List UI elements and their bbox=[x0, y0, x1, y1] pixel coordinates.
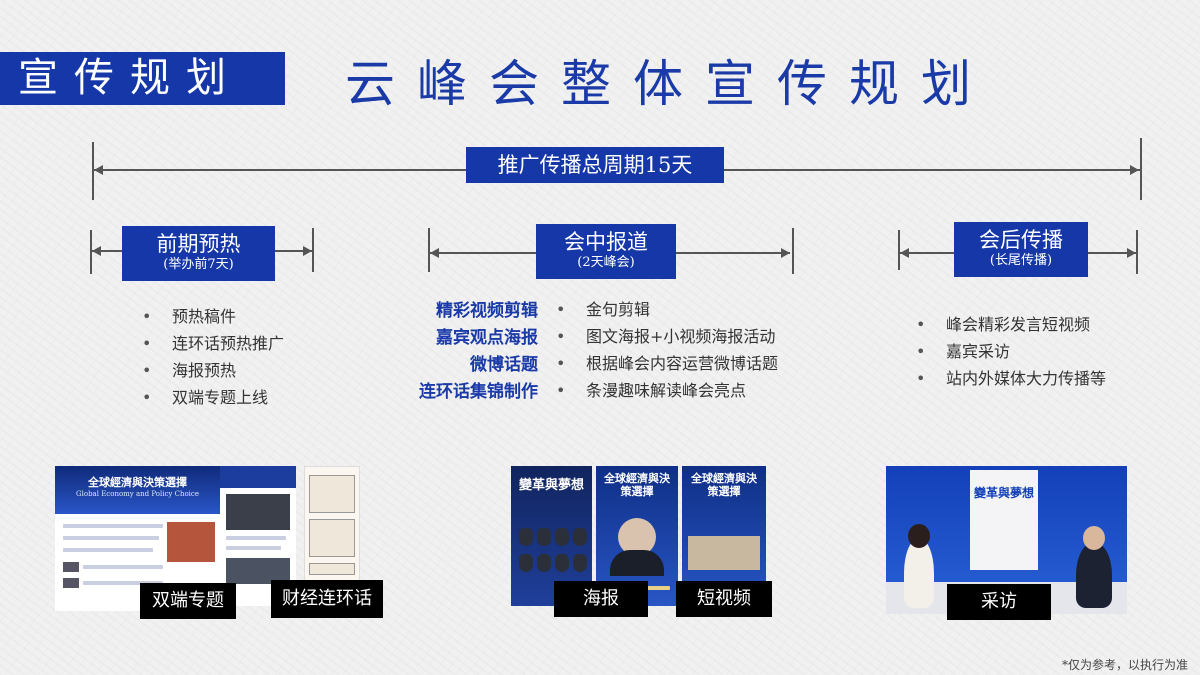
list-item: 嘉宾采访 bbox=[916, 338, 1106, 365]
timeline-right-arrow bbox=[1130, 165, 1139, 175]
section-tag: 宣传规划 bbox=[0, 52, 285, 105]
backdrop-title: 變革與夢想 bbox=[973, 486, 1034, 500]
video-frame bbox=[688, 536, 760, 570]
speaker-photo bbox=[519, 528, 533, 546]
phase2-end-tick bbox=[792, 228, 794, 274]
text-line bbox=[63, 536, 159, 540]
caption-video: 短视频 bbox=[676, 581, 772, 617]
speaker-photo bbox=[573, 528, 587, 546]
poster2-title: 全球經濟與決策選擇 bbox=[604, 472, 670, 498]
list-item: 连环话预热推广 bbox=[142, 330, 284, 357]
interviewer-head bbox=[908, 524, 930, 548]
caption-comic: 财经连环话 bbox=[271, 580, 383, 618]
phase2-label: 微博话题 bbox=[470, 355, 538, 375]
speaker-photo bbox=[519, 554, 533, 572]
topic-banner-subtitle: Global Economy and Policy Choice bbox=[76, 490, 199, 498]
interview-backdrop: 變革與夢想 bbox=[970, 470, 1038, 570]
text-line bbox=[83, 581, 163, 585]
mobile-photo bbox=[226, 494, 290, 530]
phase1-end-tick bbox=[312, 228, 314, 272]
phase2-title: 会中报道 bbox=[564, 230, 648, 254]
phase1-start-tick bbox=[90, 230, 92, 274]
phase1-box: 前期预热 (举办前7天) bbox=[122, 226, 275, 281]
timeline-start-tick bbox=[92, 142, 94, 200]
guest-figure bbox=[1076, 542, 1112, 608]
topic-banner: 全球經濟與決策選擇 Global Economy and Policy Choi… bbox=[55, 466, 220, 514]
phase1-right-arrow bbox=[303, 246, 312, 256]
phase2-labels: 精彩视频剪辑 嘉宾观点海报 微博话题 连环话集锦制作 bbox=[400, 298, 538, 406]
speaker-photo bbox=[555, 528, 569, 546]
phase3-right-arrow bbox=[1127, 248, 1136, 258]
caption-interview: 采访 bbox=[947, 584, 1051, 620]
speaker-photo bbox=[573, 554, 587, 572]
caption-dual-topic: 双端专题 bbox=[140, 583, 236, 619]
topic-banner-title: 全球經濟與決策選擇 bbox=[88, 476, 187, 489]
timeline-end-tick bbox=[1140, 138, 1142, 200]
phase1-subtitle: (举办前7天) bbox=[163, 257, 234, 272]
text-line bbox=[83, 565, 163, 569]
text-line bbox=[63, 524, 163, 528]
list-item: 根据峰会内容运营微博话题 bbox=[556, 350, 778, 377]
mobile-photo bbox=[226, 558, 290, 584]
speaker-suit bbox=[610, 550, 664, 576]
interview-screenshot: 變革與夢想 bbox=[886, 466, 1127, 614]
list-item: 海报预热 bbox=[142, 357, 284, 384]
guest-head bbox=[1083, 526, 1105, 550]
phase2-subtitle: (2天峰会) bbox=[577, 255, 635, 270]
text-line bbox=[226, 536, 286, 540]
footer-note: *仅为参考，以执行为准 bbox=[1061, 658, 1188, 672]
thumb bbox=[63, 578, 79, 588]
list-item: 双端专题上线 bbox=[142, 384, 284, 411]
comic-panel bbox=[309, 475, 355, 513]
comic-panel bbox=[309, 563, 355, 575]
phase3-start-tick bbox=[898, 230, 900, 270]
timeline-left-arrow bbox=[94, 165, 103, 175]
caption-poster: 海报 bbox=[554, 581, 648, 617]
speaker-photo bbox=[537, 528, 551, 546]
phase1-list: 预热稿件 连环话预热推广 海报预热 双端专题上线 bbox=[142, 303, 284, 411]
phase3-title: 会后传播 bbox=[979, 228, 1063, 252]
phase1-title: 前期预热 bbox=[156, 232, 241, 256]
list-item: 峰会精彩发言短视频 bbox=[916, 311, 1106, 338]
news-photo bbox=[167, 522, 215, 562]
page-title: 云峰会整体宣传规划 bbox=[345, 55, 993, 113]
speaker-photo bbox=[555, 554, 569, 572]
interviewer-figure bbox=[904, 538, 934, 608]
phase2-right-arrow bbox=[781, 248, 790, 258]
phase2-list: 金句剪辑 图文海报+小视频海报活动 根据峰会内容运营微博话题 条漫趣味解读峰会亮… bbox=[556, 296, 778, 404]
text-line bbox=[63, 548, 153, 552]
poster3-title: 全球經濟與決策選擇 bbox=[691, 472, 757, 498]
phase2-box: 会中报道 (2天峰会) bbox=[536, 224, 676, 279]
phase2-start-tick bbox=[428, 228, 430, 272]
list-item: 站内外媒体大力传播等 bbox=[916, 365, 1106, 392]
phase3-list: 峰会精彩发言短视频 嘉宾采访 站内外媒体大力传播等 bbox=[916, 311, 1106, 392]
list-item: 预热稿件 bbox=[142, 303, 284, 330]
speaker-photo bbox=[537, 554, 551, 572]
comic-panel bbox=[309, 519, 355, 557]
list-item: 金句剪辑 bbox=[556, 296, 778, 323]
list-item: 图文海报+小视频海报活动 bbox=[556, 323, 778, 350]
text-line bbox=[226, 546, 281, 550]
phase3-end-tick bbox=[1136, 230, 1138, 274]
thumb bbox=[63, 562, 79, 572]
mobile-header bbox=[220, 466, 296, 488]
speaker-face bbox=[618, 518, 656, 556]
phase2-left-arrow bbox=[430, 248, 439, 258]
total-period-label: 推广传播总周期15天 bbox=[466, 147, 724, 183]
list-item: 条漫趣味解读峰会亮点 bbox=[556, 377, 778, 404]
phase1-left-arrow bbox=[92, 246, 101, 256]
phase2-label: 精彩视频剪辑 bbox=[436, 301, 538, 321]
phase2-label: 连环话集锦制作 bbox=[419, 382, 538, 402]
poster1-title: 變革與夢想 bbox=[518, 478, 584, 493]
phase3-box: 会后传播 (长尾传播) bbox=[954, 222, 1088, 277]
phase3-subtitle: (长尾传播) bbox=[989, 253, 1053, 268]
phase3-left-arrow bbox=[900, 248, 909, 258]
phase2-label: 嘉宾观点海报 bbox=[436, 328, 538, 348]
